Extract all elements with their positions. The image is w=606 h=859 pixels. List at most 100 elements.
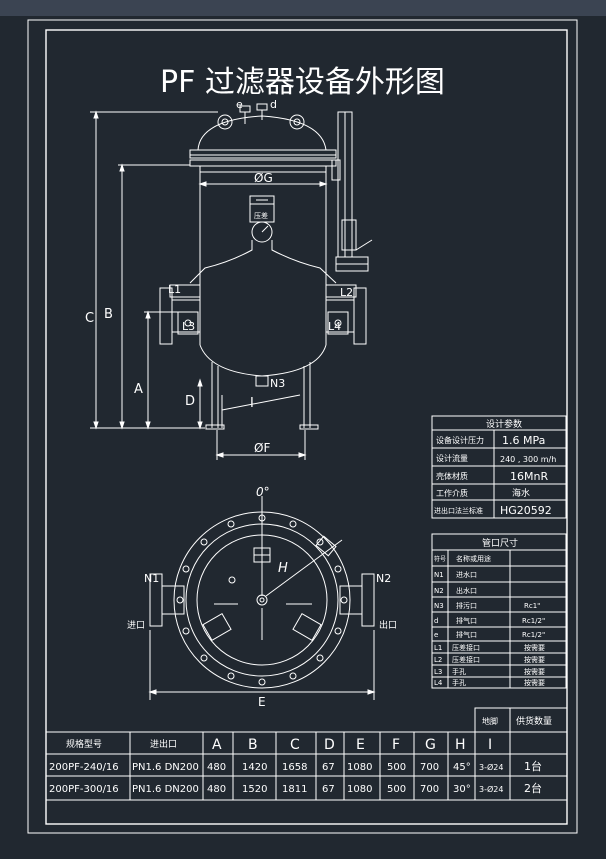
label-inlet: 进口 bbox=[127, 620, 145, 631]
r1-A: 480 bbox=[207, 784, 226, 795]
label-outlet: 出口 bbox=[379, 619, 397, 631]
lifting-lug-right bbox=[289, 114, 305, 130]
label-d: d bbox=[270, 98, 277, 111]
label-L3: L3 bbox=[182, 320, 195, 333]
plan-view bbox=[148, 496, 376, 700]
nozzle-table-header: 管口尺寸 bbox=[482, 537, 518, 549]
label-B: B bbox=[104, 307, 113, 322]
drawing-title: PF 过滤器设备外形图 bbox=[160, 65, 445, 100]
main-spec-text: 地脚 供货数量 规格型号 进出口 A B C D E F G H I 200PF… bbox=[49, 715, 552, 795]
nozzle-table-text: 管口尺寸 符号 名称或用途 N1 进水口 N2 出水口 N3 排污口 Rc1" … bbox=[434, 537, 545, 687]
r1-E: 1080 bbox=[347, 784, 372, 795]
nozzle-col-sym: 符号 bbox=[434, 555, 446, 563]
dp-row-3-value: 海水 bbox=[512, 487, 530, 499]
hdr-F: F bbox=[392, 737, 400, 753]
r1-F: 500 bbox=[387, 784, 406, 795]
hdr-H: H bbox=[455, 737, 466, 753]
r1-G: 700 bbox=[420, 784, 439, 795]
nozzle-row-2-size: Rc1" bbox=[524, 602, 540, 610]
r1-C: 1811 bbox=[282, 784, 307, 795]
nozzle-row-5-sym: L1 bbox=[434, 644, 442, 652]
r0-qty: 1台 bbox=[524, 759, 542, 773]
hdr-C: C bbox=[290, 737, 300, 753]
label-H: H bbox=[278, 561, 288, 576]
dp-row-3-label: 工作介质 bbox=[436, 488, 468, 498]
design-params-text: 设计参数 设备设计压力 1.6 MPa 设计流量 240 , 300 m/h 壳… bbox=[434, 418, 556, 517]
label-N3: N3 bbox=[270, 377, 285, 390]
label-F: ØF bbox=[254, 441, 270, 455]
nozzle-row-5-size: 按需要 bbox=[524, 643, 545, 652]
nozzle-table bbox=[431, 533, 567, 689]
label-C: C bbox=[85, 311, 94, 326]
nozzle-row-3-name: 排气口 bbox=[456, 616, 477, 625]
handhole-L3 bbox=[177, 311, 199, 335]
r0-I: 3-Ø24 bbox=[479, 762, 503, 772]
r0-B: 1420 bbox=[242, 762, 267, 773]
label-zero-degree: 0° bbox=[256, 485, 270, 499]
nozzle-N3 bbox=[255, 375, 269, 387]
bolt-holes bbox=[176, 514, 348, 686]
lifting-lug-left bbox=[217, 114, 233, 130]
label-e: e bbox=[236, 98, 243, 111]
r0-A: 480 bbox=[207, 762, 226, 773]
nozzle-row-4-sym: e bbox=[434, 631, 438, 639]
gauge-pipe-left bbox=[189, 240, 253, 284]
r0-E: 1080 bbox=[347, 762, 372, 773]
nozzle-row-1-name: 出水口 bbox=[456, 586, 477, 595]
label-I: I bbox=[250, 396, 254, 411]
r0-G: 700 bbox=[420, 762, 439, 773]
dp-row-2-value: 16MnR bbox=[510, 470, 548, 483]
nozzle-row-7-size: 按需要 bbox=[524, 667, 545, 676]
design-params-table bbox=[431, 415, 567, 519]
label-D: D bbox=[185, 394, 195, 409]
label-G: ØG bbox=[254, 171, 273, 185]
label-E: E bbox=[258, 695, 266, 709]
col-header-anchor: 地脚 bbox=[482, 716, 498, 726]
label-L2: L2 bbox=[340, 286, 353, 299]
label-N1: N1 bbox=[144, 572, 159, 585]
nozzle-row-8-sym: L4 bbox=[434, 679, 443, 687]
r1-model: 200PF-300/16 bbox=[49, 784, 119, 795]
nozzle-row-3-size: Rc1/2" bbox=[522, 617, 545, 625]
label-A: A bbox=[134, 382, 143, 397]
plan-handhole-L4 bbox=[292, 613, 322, 641]
nozzle-row-4-name: 排气口 bbox=[456, 630, 477, 639]
nozzle-row-2-sym: N3 bbox=[434, 602, 444, 610]
nozzle-row-8-size: 按需要 bbox=[524, 678, 545, 687]
outer-border bbox=[27, 19, 578, 834]
dp-row-1-value: 240 , 300 m/h bbox=[500, 455, 556, 464]
dp-row-0-label: 设备设计压力 bbox=[436, 435, 484, 445]
gauge-pipe-right bbox=[271, 240, 337, 284]
r1-B: 1520 bbox=[242, 784, 267, 795]
nozzle-row-7-name: 手孔 bbox=[452, 667, 466, 676]
nozzle-row-0-name: 进水口 bbox=[456, 570, 477, 579]
nozzle-row-6-sym: L2 bbox=[434, 656, 442, 664]
dp-row-2-label: 壳体材质 bbox=[436, 471, 468, 481]
nozzle-row-3-sym: d bbox=[434, 617, 438, 625]
gauge-dial bbox=[251, 221, 273, 243]
inner-border bbox=[45, 29, 568, 825]
nozzle-row-5-name: 压差接口 bbox=[452, 643, 480, 652]
hdr-I: I bbox=[488, 737, 492, 753]
hdr-G: G bbox=[425, 737, 436, 753]
nozzle-L2 bbox=[325, 284, 357, 298]
nozzle-row-6-name: 压差接口 bbox=[452, 655, 480, 664]
hdr-model: 规格型号 bbox=[66, 738, 102, 750]
r1-inlet: PN1.6 DN200 bbox=[132, 784, 199, 795]
dp-row-1-label: 设计流量 bbox=[436, 453, 468, 463]
elevation-labels: C B A D I ØG ØF e d L1 L2 L3 L4 N3 压差 bbox=[85, 98, 353, 455]
nozzle-row-7-sym: L3 bbox=[434, 668, 442, 676]
design-params-header: 设计参数 bbox=[486, 418, 522, 430]
nozzle-L1 bbox=[169, 284, 201, 298]
nozzle-row-2-name: 排污口 bbox=[456, 601, 477, 610]
hdr-A: A bbox=[212, 737, 222, 753]
nozzle-row-4-size: Rc1/2" bbox=[522, 631, 545, 639]
plan-labels: 0° H N1 N2 进口 出口 E bbox=[127, 485, 397, 709]
nozzle-row-1-sym: N2 bbox=[434, 587, 444, 595]
handhole-L4 bbox=[327, 311, 349, 335]
dp-row-0-value: 1.6 MPa bbox=[502, 434, 545, 447]
dp-row-4-label: 进出口法兰标准 bbox=[434, 506, 483, 515]
elevation-view bbox=[90, 103, 373, 460]
